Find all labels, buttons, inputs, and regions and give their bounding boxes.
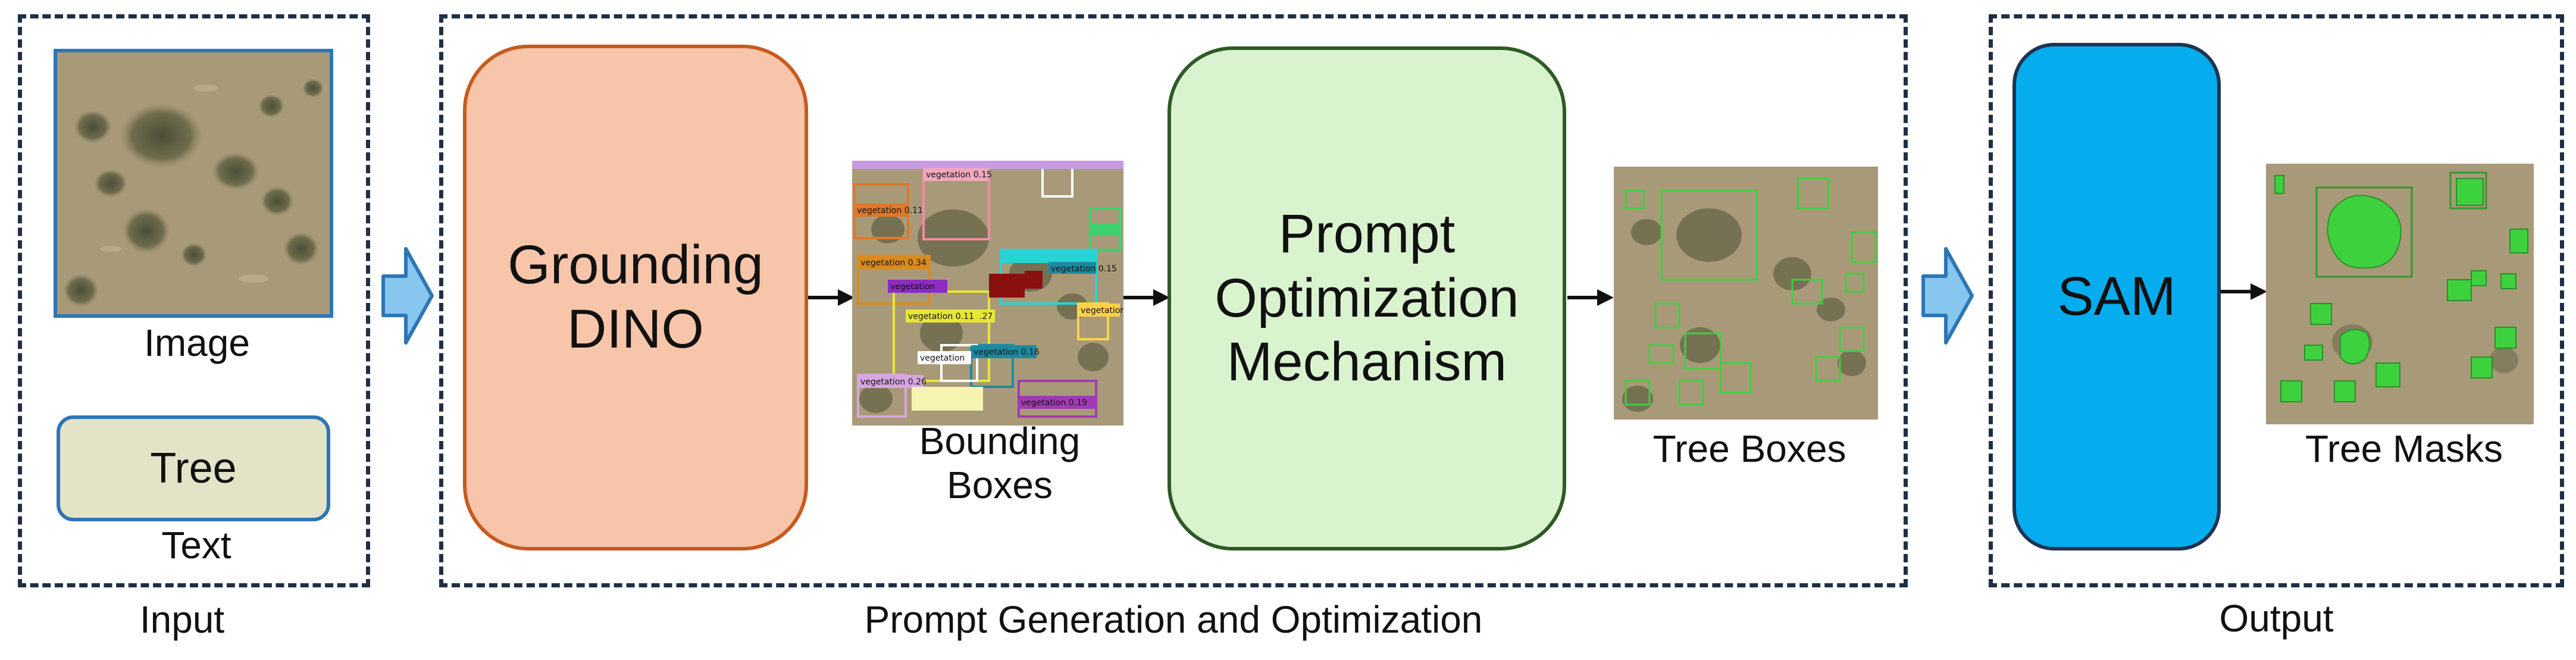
input-section-frame [18, 14, 370, 587]
text-prompt-value: Tree [150, 444, 237, 492]
detection-label-11: vegetation [920, 354, 965, 363]
text-prompt-box: Tree [57, 415, 330, 521]
detection-label-12: .27 [979, 312, 993, 321]
detection-label-6: vegetation 0.26 [860, 377, 927, 387]
bounding-boxes-label-line-2: Boxes [947, 463, 1053, 506]
sam-block: SAM [2012, 43, 2221, 550]
detection-label-1: vegetation 0.15 [926, 170, 992, 180]
detection-label-10: vegetation [890, 282, 935, 292]
tree-boxes-image [1614, 167, 1878, 420]
grounding-dino-line-1: Grounding [508, 234, 763, 296]
detection-label-3: vegetation 0.34 [860, 258, 927, 268]
text-label: Text [161, 524, 231, 567]
detection-label-2: vegetation 0.11 [857, 206, 923, 215]
tree-boxes-label: Tree Boxes [1652, 427, 1846, 470]
detection-label-8: vegetation 0.15 [1051, 264, 1117, 274]
detection-label-4: vegetation 0.11 [908, 312, 974, 321]
detection-label-7: vegetation 0.19 [1021, 398, 1087, 408]
sam-to-masks-arrow-icon [2221, 280, 2267, 304]
bounding-boxes-image: vegetation 0.15 vegetation 0.11 vegetati… [852, 161, 1123, 426]
optimization-to-treeboxes-arrow-icon [1567, 286, 1614, 309]
grounding-dino-block: Grounding DINO [463, 45, 808, 550]
input-to-prompt-arrow-icon [381, 245, 434, 346]
dino-to-bbox-arrow-icon [808, 286, 855, 309]
prompt-optimization-line-1: Prompt [1278, 204, 1456, 265]
grounding-dino-line-2: DINO [566, 299, 704, 359]
detection-label-5: vegetation 0.16 [974, 348, 1040, 357]
input-aerial-image [54, 49, 333, 318]
tree-masks-label: Tree Masks [2305, 427, 2503, 470]
prompt-generation-section-frame [439, 14, 1908, 587]
sam-label: SAM [2057, 265, 2176, 327]
bbox-to-optimization-arrow-icon [1123, 286, 1170, 309]
output-section-title: Output [2219, 597, 2334, 640]
prompt-to-output-arrow-icon [1921, 245, 1974, 346]
image-label: Image [144, 321, 250, 364]
prompt-optimization-block: Prompt Optimization Mechanism [1168, 46, 1566, 550]
input-section-title: Input [139, 598, 225, 641]
tree-masks-image [2266, 164, 2534, 424]
prompt-generation-section-title: Prompt Generation and Optimization [864, 598, 1483, 641]
output-section-frame [1989, 14, 2564, 587]
prompt-optimization-line-3: Mechanism [1226, 331, 1507, 393]
prompt-optimization-line-2: Optimization [1215, 267, 1519, 329]
detection-label-9: vegetation [1081, 306, 1123, 315]
bounding-boxes-label-line-1: Bounding [919, 420, 1081, 462]
bounding-boxes-label: Bounding Boxes [875, 420, 1125, 507]
